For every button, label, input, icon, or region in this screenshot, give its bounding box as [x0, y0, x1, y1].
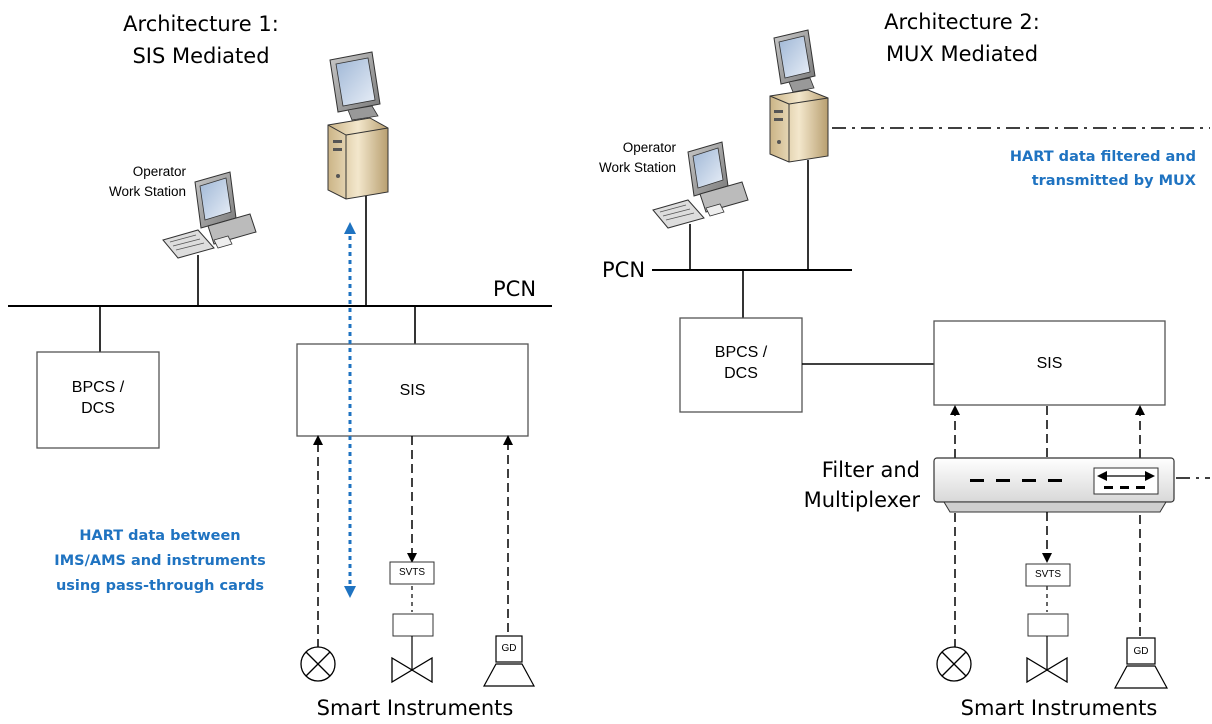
arch1-hart-note-line3: using pass-through cards: [55, 578, 265, 594]
arch1-svts-label: SVTS: [398, 567, 426, 578]
bpcs-box: [679, 317, 803, 413]
svts-box: [389, 561, 435, 585]
arch2-diagram: [652, 29, 1210, 689]
workstation-icon: [652, 141, 749, 229]
gas-detector-icon: [482, 635, 536, 687]
arch1-workstation-label-line1: Operator: [132, 164, 186, 179]
arch1-title-line1: Architecture 1:: [123, 12, 279, 36]
arch1-sis-label: SIS: [399, 382, 426, 399]
arch2-mux-note-line2: transmitted by MUX: [1031, 173, 1196, 189]
sis-box: [296, 343, 529, 437]
arch1-bpcs-label-line1: BPCS /: [71, 379, 125, 396]
arch2-pcn-label: PCN: [602, 258, 646, 282]
valve-icon: [1026, 656, 1068, 684]
sis-box: [933, 320, 1166, 406]
multiplexer-device: [933, 457, 1175, 513]
arch1-diagram: [8, 51, 552, 687]
arch2-workstation-label-line1: Operator: [622, 140, 676, 155]
server-icon: [327, 51, 389, 200]
arch1-hart-note-line1: HART data between: [79, 528, 241, 544]
arch2-bpcs-label-line2: DCS: [724, 365, 758, 382]
arch2-footer: Smart Instruments: [960, 696, 1158, 720]
arch1-pcn-label: PCN: [493, 277, 537, 301]
arch1-hart-note-line2: IMS/AMS and instruments: [54, 553, 266, 569]
arch2-workstation-label-line2: Work Station: [598, 160, 676, 175]
arch1-gd-label: GD: [501, 643, 517, 654]
arch2-mux-note-line1: HART data filtered and: [1009, 149, 1196, 165]
sensor-icon: [300, 646, 336, 682]
bpcs-box: [36, 351, 160, 449]
gas-detector-icon: [1113, 637, 1169, 689]
sensor-icon: [936, 646, 972, 682]
actuator-icon: [392, 613, 434, 637]
svts-box: [1025, 563, 1071, 587]
arch2-mux-label-line2: Multiplexer: [803, 488, 920, 512]
arch1-workstation-label-line2: Work Station: [108, 184, 186, 199]
arch2-sis-label: SIS: [1036, 355, 1063, 372]
arch1-bpcs-label-line2: DCS: [81, 400, 115, 417]
arch2-gd-label: GD: [1133, 646, 1149, 657]
arch1-title-line2: SIS Mediated: [132, 44, 270, 68]
actuator-icon: [1027, 613, 1069, 637]
valve-icon: [391, 656, 433, 684]
arch2-title-line2: MUX Mediated: [885, 42, 1039, 66]
arch2-title-line1: Architecture 2:: [884, 10, 1040, 34]
arch1-footer: Smart Instruments: [316, 696, 514, 720]
arch2-svts-label: SVTS: [1034, 569, 1062, 580]
workstation-icon: [162, 171, 257, 259]
server-icon: [769, 29, 829, 163]
arch2-bpcs-label-line1: BPCS /: [714, 344, 768, 361]
arch2-mux-label-line1: Filter and: [821, 458, 920, 482]
